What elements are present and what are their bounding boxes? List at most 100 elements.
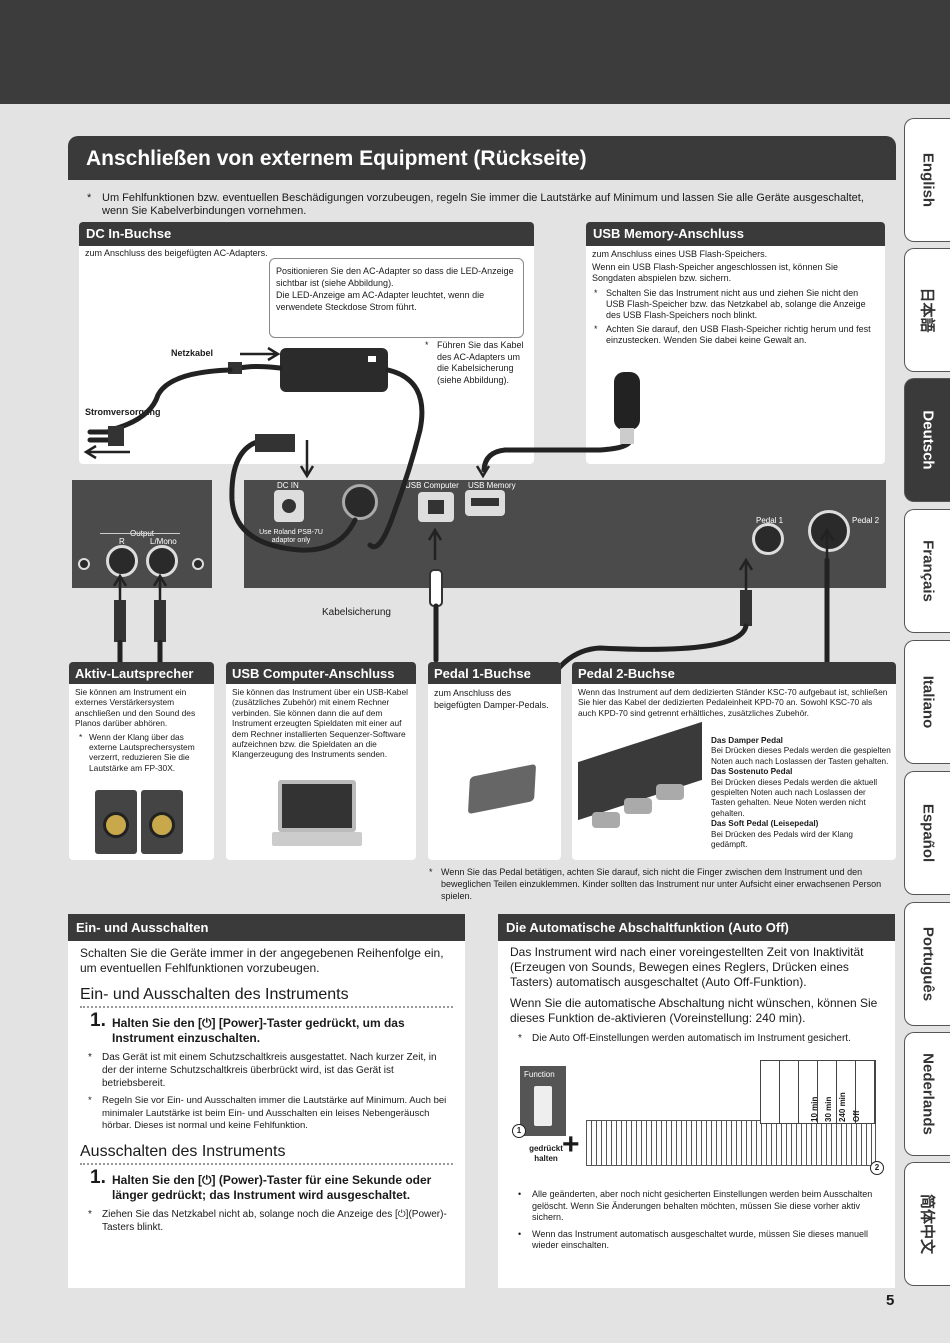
auto-off-key-label: 10 min (810, 1096, 819, 1122)
step-2-badge: 2 (870, 1161, 884, 1175)
function-button[interactable] (534, 1086, 552, 1126)
pedal2-text: Wenn das Instrument auf dem dedizierten … (578, 687, 888, 718)
adaptor-label: Use Roland PSB-7U adaptor only (259, 529, 323, 544)
on-off-step-1: 1.Halten Sie den [⏻] [Power]-Taster gedr… (90, 1010, 405, 1045)
aktiv-panel: Aktiv-Lautsprecher Sie können am Instrum… (69, 662, 214, 860)
pedal2-descriptions: Das Damper Pedal Bei Drücken dieses Peda… (711, 736, 891, 850)
tab-label: 日本語 (918, 287, 935, 333)
page-number: 5 (886, 1292, 895, 1309)
tab-language[interactable]: Italiano (904, 640, 950, 764)
aktiv-text: Sie können am Instrument ein externes Ve… (75, 687, 196, 729)
off-step-1-text: Halten Sie den [⏻] (Power)-Taster für ei… (112, 1172, 432, 1202)
aktiv-note: *Wenn der Klang über das externe Lautspr… (79, 731, 195, 773)
tab-language[interactable]: Français (904, 509, 950, 633)
dc-in-heading: DC In-Buchse (79, 222, 534, 246)
usb-memory-port[interactable] (465, 490, 505, 516)
aktiv-heading: Aktiv-Lautsprecher (69, 662, 214, 684)
pedal1-jack[interactable] (752, 523, 784, 555)
tab-language[interactable]: Deutsch (904, 378, 950, 502)
dc-callout-2: Die LED-Anzeige am AC-Adapter leuchtet, … (276, 290, 485, 312)
usb-memory-panel: USB Memory-Anschluss zum Anschluss eines… (586, 222, 885, 464)
pedal2-label: Pedal 2 (852, 516, 880, 525)
dc-cable-note-text: Führen Sie das Kabel des AC-Adapters um … (437, 340, 524, 385)
output-lmono-label: L/Mono (150, 537, 177, 546)
function-panel-icon: Function (520, 1066, 566, 1136)
usb-memory-line2: Wenn ein USB Flash-Speicher angeschlosse… (592, 262, 838, 283)
aktiv-note-text: Wenn der Klang über das externe Lautspre… (89, 731, 195, 773)
plus-icon: + (562, 1128, 580, 1161)
usb-memory-heading: USB Memory-Anschluss (586, 222, 885, 246)
usb-memory-note1-text: Schalten Sie das Instrument nicht aus un… (606, 288, 866, 320)
dc-callout-1: Positionieren Sie den AC-Adapter so dass… (276, 266, 514, 288)
page-title: Anschließen von externem Equipment (Rück… (68, 136, 896, 180)
off-section-title: Ausschalten des Instruments (80, 1143, 453, 1165)
on-off-heading: Ein- und Ausschalten (68, 914, 465, 941)
pedal2-jack[interactable] (808, 510, 850, 552)
speaker-icon (141, 790, 183, 854)
auto-off-key-label: 240 min (838, 1092, 847, 1122)
soft-title: Das Soft Pedal (Leisepedal) (711, 819, 819, 829)
auto-off-note-1: *Die Auto Off-Einstellungen werden autom… (518, 1033, 851, 1044)
off-note: *Ziehen Sie das Netzkabel nicht ab, sola… (88, 1208, 447, 1233)
usb-memory-note1: *Schalten Sie das Instrument nicht aus u… (594, 288, 866, 320)
intro-note: *Um Fehlfunktionen bzw. eventuellen Besc… (87, 192, 864, 217)
rear-panel-left (72, 480, 212, 588)
usb-computer-text: Sie können das Instrument über ein USB-K… (232, 687, 408, 760)
off-step-1: 1.Halten Sie den [⏻] (Power)-Taster für … (90, 1166, 432, 1202)
auto-off-key-label: Off (852, 1110, 861, 1122)
damper-pedal-icon (467, 763, 537, 815)
output-plug-icon (154, 600, 166, 642)
pedal2-panel: Pedal 2-Buchse Wenn das Instrument auf d… (572, 662, 896, 860)
usb-memory-label: USB Memory (468, 481, 516, 490)
soft-text: Bei Drücken des Pedals wird der Klang ge… (711, 829, 853, 850)
pedal-warning: *Wenn Sie das Pedal betätigen, achten Si… (429, 867, 882, 901)
auto-off-note-1-text: Die Auto Off-Einstellungen werden automa… (532, 1033, 851, 1044)
usb-memory-note2-text: Achten Sie darauf, den USB Flash-Speiche… (606, 324, 871, 345)
tab-language[interactable]: English (904, 118, 950, 242)
output-l-jack[interactable] (146, 545, 178, 577)
screw-icon (192, 558, 204, 570)
intro-text: Um Fehlfunktionen bzw. eventuellen Besch… (102, 192, 864, 217)
sostenuto-title: Das Sostenuto Pedal (711, 767, 793, 777)
tab-label: English (919, 152, 936, 208)
pedal1-panel: Pedal 1-Buchse zum Anschluss des beigefü… (428, 662, 561, 860)
tab-label: 简体中文 (918, 1193, 935, 1255)
auto-off-key-label: 30 min (824, 1096, 833, 1122)
auto-off-note-2: •Alle geänderten, aber noch nicht gesich… (518, 1189, 873, 1222)
tab-language[interactable]: Nederlands (904, 1032, 950, 1156)
keyboard-icon (586, 1120, 876, 1166)
auto-off-note-3-text: Wenn das Instrument automatisch ausgesch… (532, 1228, 869, 1251)
auto-off-p2: Wenn Sie die automatische Abschaltung ni… (510, 996, 878, 1025)
auto-off-note-3: •Wenn das Instrument automatisch ausgesc… (518, 1228, 869, 1251)
tab-language[interactable]: 简体中文 (904, 1162, 950, 1286)
pedal-warning-text: Wenn Sie das Pedal betätigen, achten Sie… (441, 867, 882, 901)
on-off-note-2: *Regeln Sie vor Ein- und Ausschalten imm… (88, 1095, 447, 1131)
usb-computer-panel: USB Computer-Anschluss Sie können das In… (226, 662, 416, 860)
pedal-unit-icon (578, 721, 704, 852)
tab-language[interactable]: Español (904, 771, 950, 895)
dc-in-jack[interactable] (274, 490, 304, 522)
tab-label: Italiano (919, 675, 936, 729)
tab-language[interactable]: 日本語 (904, 248, 950, 372)
on-off-intro: Schalten Sie die Geräte immer in der ang… (80, 946, 444, 975)
tab-language[interactable]: Português (904, 902, 950, 1026)
dc-in-panel: DC In-Buchse zum Anschluss des beigefügt… (79, 222, 534, 464)
auto-off-panel: Die Automatische Abschaltfunktion (Auto … (498, 914, 895, 1288)
pedal1-plug-icon (740, 590, 752, 626)
tab-label: Nederlands (919, 1053, 936, 1135)
output-rule (100, 533, 180, 534)
auto-off-p1: Das Instrument wird nach einer voreinges… (510, 945, 864, 989)
on-off-note-1-text: Das Gerät ist mit einem Schutzschaltkrei… (102, 1052, 437, 1089)
on-off-panel: Ein- und Ausschalten Schalten Sie die Ge… (68, 914, 465, 1288)
output-r-jack[interactable] (106, 545, 138, 577)
on-off-note-1: *Das Gerät ist mit einem Schutzschaltkre… (88, 1052, 437, 1089)
aktiv-body: Sie können am Instrument ein externes Ve… (69, 684, 214, 776)
pedal2-heading: Pedal 2-Buchse (572, 662, 896, 684)
usb-memory-text: zum Anschluss eines USB Flash-Speichers.… (586, 246, 885, 349)
pedal1-label: Pedal 1 (756, 516, 784, 525)
tab-label: Português (919, 926, 936, 1002)
usb-computer-port[interactable] (418, 492, 454, 522)
label-stromversorgung: Stromversorgung (85, 407, 161, 417)
auto-off-heading: Die Automatische Abschaltfunktion (Auto … (498, 914, 895, 941)
usb-memory-line1: zum Anschluss eines USB Flash-Speichers. (592, 249, 768, 259)
